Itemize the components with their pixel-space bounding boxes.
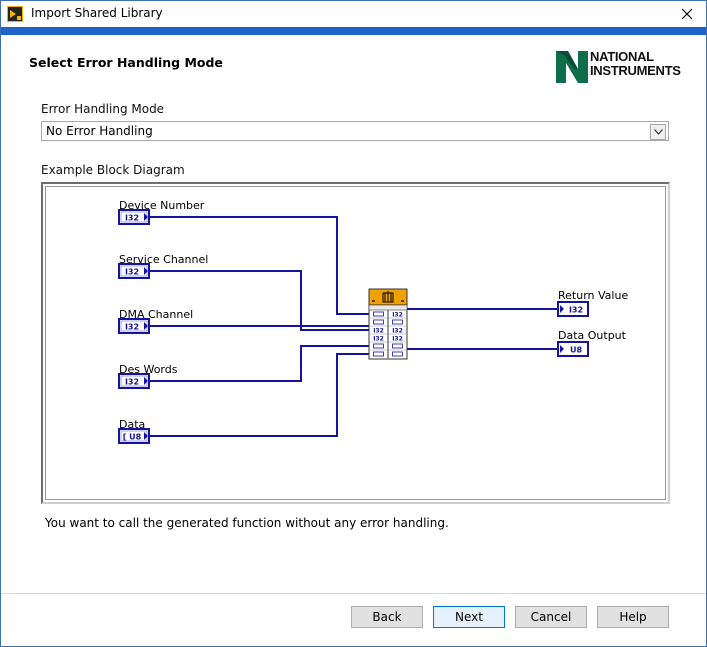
terminal-type: U8 — [570, 346, 582, 355]
control-terminal — [118, 428, 150, 444]
back-button[interactable]: Back — [351, 606, 423, 628]
national-instruments-logo: NATIONAL INSTRUMENTS — [554, 47, 700, 87]
wire — [149, 270, 369, 331]
close-icon — [681, 8, 693, 20]
indicator-terminal — [557, 341, 589, 357]
control-terminal — [118, 373, 150, 389]
wire — [149, 353, 369, 437]
chevron-down-icon — [653, 129, 663, 135]
control-terminal — [118, 318, 150, 334]
wizard-header: Select Error Handling Mode NATIONAL INST… — [1, 35, 706, 91]
node-terminal — [392, 319, 403, 325]
input-label: Des Words — [119, 363, 178, 376]
mode-description: You want to call the generated function … — [45, 516, 449, 530]
dropdown-arrow-button[interactable] — [650, 124, 666, 140]
node-terminal-type: I32 — [373, 328, 384, 335]
input-label: Data — [119, 418, 145, 431]
indicator-terminal — [557, 301, 589, 317]
node-terminal — [373, 351, 384, 357]
node-terminal — [373, 343, 384, 349]
node-terminal — [373, 319, 384, 325]
close-button[interactable] — [668, 1, 706, 27]
diagram-label: Example Block Diagram — [41, 163, 185, 177]
node-terminal — [373, 311, 384, 317]
title-bar[interactable]: Import Shared Library — [1, 1, 706, 27]
logo-line2: INSTRUMENTS — [590, 63, 681, 78]
terminal-type: I32 — [569, 306, 583, 315]
terminal-type: I32 — [125, 378, 139, 387]
input-label: Device Number — [119, 199, 205, 212]
node-terminal — [392, 351, 403, 357]
terminal-type: [ U8 — [123, 433, 142, 442]
ni-eagle-icon — [556, 51, 588, 83]
error-mode-select[interactable]: No Error Handling — [41, 121, 669, 141]
input-label: Service Channel — [119, 253, 208, 266]
logo-line1: NATIONAL — [590, 49, 654, 64]
window-title: Import Shared Library — [31, 6, 163, 20]
node-terminal-type: I32 — [392, 336, 403, 343]
terminal-type: I32 — [125, 214, 139, 223]
title-accent-band — [1, 27, 706, 35]
output-label: Return Value — [558, 289, 628, 302]
labview-icon — [7, 6, 23, 22]
cancel-button[interactable]: Cancel — [515, 606, 587, 628]
wire — [149, 216, 369, 315]
input-label: DMA Channel — [119, 308, 193, 321]
node-terminal-type: I32 — [392, 328, 403, 335]
library-icon — [372, 291, 404, 303]
call-library-node — [368, 288, 408, 360]
terminal-type: I32 — [125, 323, 139, 332]
next-button[interactable]: Next — [433, 606, 505, 628]
control-terminal — [118, 209, 150, 225]
node-terminal — [392, 343, 403, 349]
output-label: Data Output — [558, 329, 627, 342]
terminal-type: I32 — [125, 268, 139, 277]
wire — [149, 345, 369, 382]
node-terminal-type: I32 — [373, 336, 384, 343]
help-button[interactable]: Help — [597, 606, 669, 628]
error-mode-value: No Error Handling — [46, 124, 153, 138]
page-title: Select Error Handling Mode — [29, 55, 223, 70]
footer-separator — [1, 593, 706, 594]
control-terminal — [118, 263, 150, 279]
error-mode-label: Error Handling Mode — [41, 102, 165, 116]
wires — [149, 216, 558, 437]
node-terminal-type: I32 — [392, 312, 403, 319]
